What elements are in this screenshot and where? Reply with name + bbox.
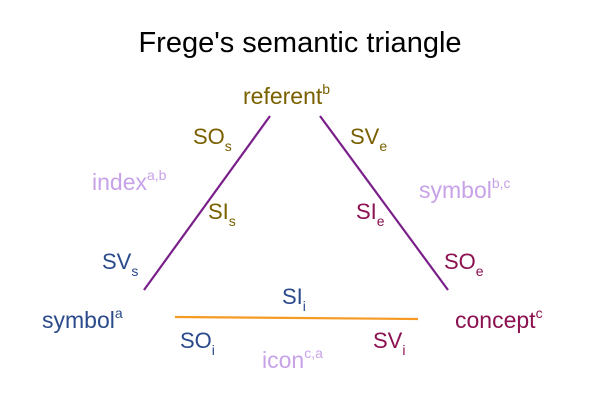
vertex-concept: conceptc xyxy=(455,305,543,333)
edge-referent-symbol xyxy=(143,115,271,291)
edge-label-SIe: SIe xyxy=(356,199,385,229)
edge-label-SOi: SOi xyxy=(180,328,215,358)
vertex-symbol: symbola xyxy=(42,305,123,333)
edge-label-SIi: SIi xyxy=(282,284,306,314)
side-label-symbol: symbolb,c xyxy=(419,175,511,203)
edge-referent-concept xyxy=(319,115,449,291)
edge-label-SOs: SOs xyxy=(193,124,232,154)
edge-label-SVs: SVs xyxy=(102,249,138,279)
edge-label-SVe: SVe xyxy=(350,124,387,154)
edge-label-SIs: SIs xyxy=(208,199,236,229)
edge-symbol-concept xyxy=(174,315,419,321)
side-label-index: indexa,b xyxy=(92,167,167,195)
side-label-icon: iconc,a xyxy=(262,345,323,373)
edge-label-SVi: SVi xyxy=(373,328,405,358)
vertex-referent: referentb xyxy=(243,81,330,109)
edge-label-SOe: SOe xyxy=(444,249,484,279)
diagram-title: Frege's semantic triangle xyxy=(138,27,461,59)
